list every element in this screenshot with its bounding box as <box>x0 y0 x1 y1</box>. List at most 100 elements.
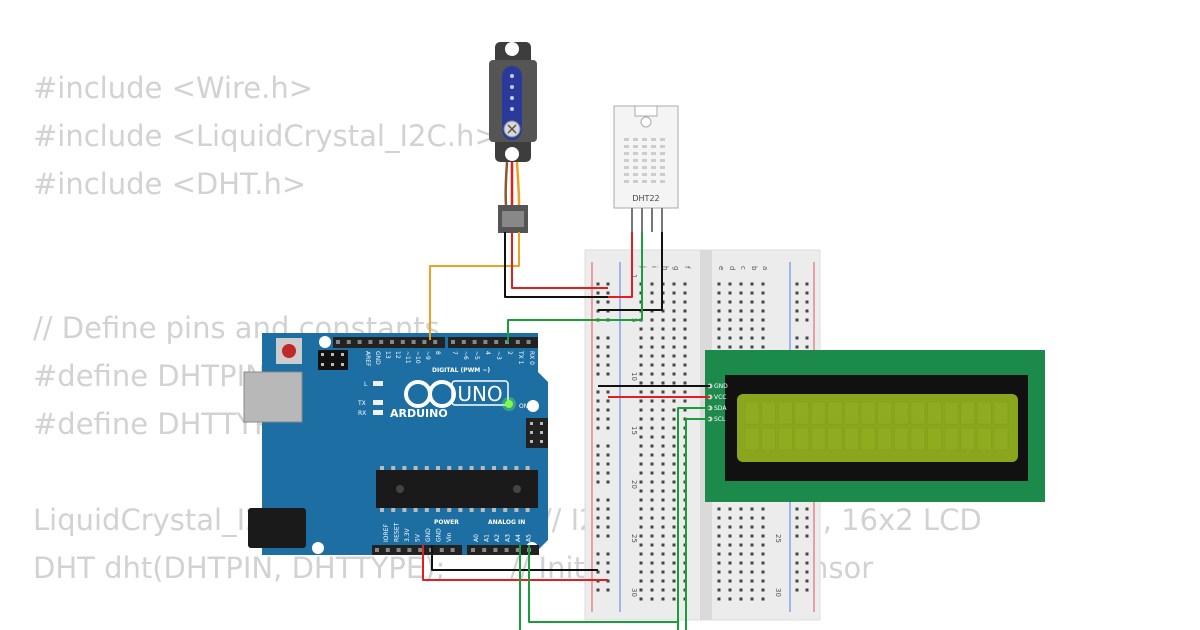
breadboard-hole[interactable] <box>672 579 676 583</box>
breadboard-hole[interactable] <box>750 579 754 583</box>
breadboard-hole[interactable] <box>728 507 732 511</box>
breadboard-hole[interactable] <box>750 345 754 349</box>
breadboard-hole[interactable] <box>761 543 765 547</box>
breadboard-hole[interactable] <box>650 390 654 394</box>
breadboard-hole[interactable] <box>672 525 676 529</box>
breadboard-hole[interactable] <box>606 426 610 430</box>
breadboard-hole[interactable] <box>761 552 765 556</box>
breadboard-hole[interactable] <box>650 480 654 484</box>
breadboard-hole[interactable] <box>683 354 687 358</box>
breadboard-hole[interactable] <box>661 426 665 430</box>
breadboard-hole[interactable] <box>795 336 799 340</box>
breadboard-hole[interactable] <box>750 561 754 565</box>
breadboard-hole[interactable] <box>650 399 654 403</box>
breadboard-hole[interactable] <box>661 489 665 493</box>
breadboard-hole[interactable] <box>750 534 754 538</box>
breadboard-hole[interactable] <box>661 516 665 520</box>
breadboard-hole[interactable] <box>795 534 799 538</box>
breadboard-hole[interactable] <box>672 372 676 376</box>
breadboard-hole[interactable] <box>661 498 665 502</box>
breadboard-hole[interactable] <box>805 561 809 565</box>
breadboard-hole[interactable] <box>606 336 610 340</box>
header-pin[interactable] <box>368 340 373 344</box>
breadboard-hole[interactable] <box>639 516 643 520</box>
breadboard-hole[interactable] <box>739 507 743 511</box>
breadboard-hole[interactable] <box>661 318 665 322</box>
breadboard-hole[interactable] <box>750 597 754 601</box>
breadboard-hole[interactable] <box>728 552 732 556</box>
breadboard-hole[interactable] <box>761 291 765 295</box>
breadboard-hole[interactable] <box>750 570 754 574</box>
breadboard-hole[interactable] <box>805 345 809 349</box>
breadboard-hole[interactable] <box>761 525 765 529</box>
breadboard-hole[interactable] <box>606 390 610 394</box>
breadboard-hole[interactable] <box>672 300 676 304</box>
breadboard-hole[interactable] <box>596 336 600 340</box>
breadboard-hole[interactable] <box>661 480 665 484</box>
breadboard-hole[interactable] <box>639 471 643 475</box>
breadboard-hole[interactable] <box>805 570 809 574</box>
breadboard-hole[interactable] <box>606 399 610 403</box>
header-pin[interactable] <box>390 340 394 344</box>
breadboard-hole[interactable] <box>596 291 600 295</box>
breadboard-hole[interactable] <box>596 471 600 475</box>
breadboard-hole[interactable] <box>606 588 610 592</box>
breadboard-hole[interactable] <box>717 552 721 556</box>
breadboard-hole[interactable] <box>717 579 721 583</box>
header-pin[interactable] <box>418 548 423 552</box>
breadboard-hole[interactable] <box>795 282 799 286</box>
breadboard-hole[interactable] <box>761 327 765 331</box>
breadboard-hole[interactable] <box>639 435 643 439</box>
breadboard-hole[interactable] <box>739 552 743 556</box>
breadboard-hole[interactable] <box>739 327 743 331</box>
breadboard-hole[interactable] <box>761 318 765 322</box>
breadboard-hole[interactable] <box>672 399 676 403</box>
breadboard-hole[interactable] <box>739 282 743 286</box>
breadboard-hole[interactable] <box>795 579 799 583</box>
breadboard-hole[interactable] <box>750 309 754 313</box>
breadboard-hole[interactable] <box>672 498 676 502</box>
breadboard-hole[interactable] <box>596 534 600 538</box>
breadboard-hole[interactable] <box>739 534 743 538</box>
breadboard-hole[interactable] <box>795 588 799 592</box>
breadboard-hole[interactable] <box>805 507 809 511</box>
breadboard-hole[interactable] <box>739 309 743 313</box>
header-pin[interactable] <box>515 340 520 344</box>
breadboard-hole[interactable] <box>596 507 600 511</box>
breadboard-hole[interactable] <box>717 525 721 529</box>
lcd-i2c-display[interactable]: GND VCC SDA SCL <box>705 350 1045 502</box>
breadboard-hole[interactable] <box>650 588 654 592</box>
breadboard-hole[interactable] <box>683 408 687 412</box>
breadboard-hole[interactable] <box>672 291 676 295</box>
header-pin[interactable] <box>472 340 477 344</box>
breadboard-hole[interactable] <box>795 507 799 511</box>
breadboard-hole[interactable] <box>606 372 610 376</box>
breadboard-hole[interactable] <box>639 354 643 358</box>
breadboard-hole[interactable] <box>650 507 654 511</box>
breadboard-hole[interactable] <box>805 291 809 295</box>
breadboard-hole[interactable] <box>728 579 732 583</box>
dht22-sensor[interactable]: DHT22 <box>613 105 679 232</box>
breadboard-hole[interactable] <box>795 516 799 520</box>
breadboard-hole[interactable] <box>761 588 765 592</box>
breadboard-hole[interactable] <box>805 579 809 583</box>
header-pin[interactable] <box>461 340 466 344</box>
header-pin[interactable] <box>504 548 509 552</box>
breadboard-hole[interactable] <box>661 588 665 592</box>
header-pin[interactable] <box>379 340 384 344</box>
breadboard-hole[interactable] <box>596 399 600 403</box>
breadboard-hole[interactable] <box>672 381 676 385</box>
breadboard-hole[interactable] <box>596 300 600 304</box>
breadboard-hole[interactable] <box>683 282 687 286</box>
breadboard-hole[interactable] <box>683 363 687 367</box>
breadboard-hole[interactable] <box>728 516 732 520</box>
header-pin[interactable] <box>407 548 412 552</box>
breadboard-hole[interactable] <box>739 588 743 592</box>
breadboard-hole[interactable] <box>596 345 600 349</box>
breadboard-hole[interactable] <box>661 390 665 394</box>
breadboard-hole[interactable] <box>739 579 743 583</box>
breadboard-hole[interactable] <box>739 336 743 340</box>
breadboard-hole[interactable] <box>761 507 765 511</box>
breadboard-hole[interactable] <box>683 381 687 385</box>
